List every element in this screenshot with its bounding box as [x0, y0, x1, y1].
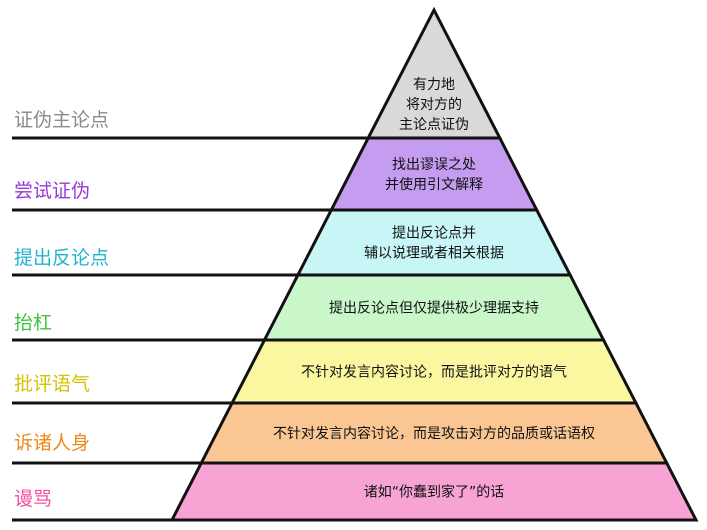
- pyramid-band-3: [295, 208, 573, 277]
- band-3-text-line-2: 辅以说理或者相关根据: [364, 246, 504, 262]
- band-2-text-line-2: 并使用引文解释: [385, 176, 483, 193]
- band-1-text-line-3: 主论点证伪: [399, 117, 469, 133]
- level-label-6: 诉诸人身: [14, 432, 90, 454]
- pyramid-bands: [169, 6, 699, 522]
- level-label-4: 抬杠: [14, 312, 52, 334]
- pyramid-band-7: [169, 461, 699, 522]
- band-5-text-line-1: 不针对发言内容讨论，而是批评对方的语气: [301, 364, 567, 381]
- level-label-5: 批评语气: [14, 373, 90, 395]
- band-1-text-line-2: 将对方的: [406, 97, 462, 113]
- pyramid-band-2: [328, 136, 540, 212]
- level-label-3: 提出反论点: [14, 247, 109, 269]
- band-2-text-line-1: 找出谬误之处: [392, 157, 476, 173]
- level-rules: [12, 136, 369, 522]
- band-3-text-line-1: 提出反论点并: [392, 226, 476, 242]
- level-label-7: 谩骂: [14, 488, 52, 510]
- band-4-text-line-1: 提出反论点但仅提供极少理据支持: [329, 301, 539, 317]
- band-1-text-line-1: 有力地: [413, 77, 455, 93]
- band-6-text-line-1: 不针对发言内容讨论，而是攻击对方的品质或话语权: [273, 425, 595, 442]
- band-7-text-line-1: 诸如“你蠢到家了”的话: [364, 484, 505, 501]
- band-texts: 有力地将对方的主论点证伪找出谬误之处并使用引文解释提出反论点并辅以说理或者相关根…: [273, 77, 595, 501]
- level-label-2: 尝试证伪: [14, 180, 90, 202]
- level-label-1: 证伪主论点: [14, 109, 109, 131]
